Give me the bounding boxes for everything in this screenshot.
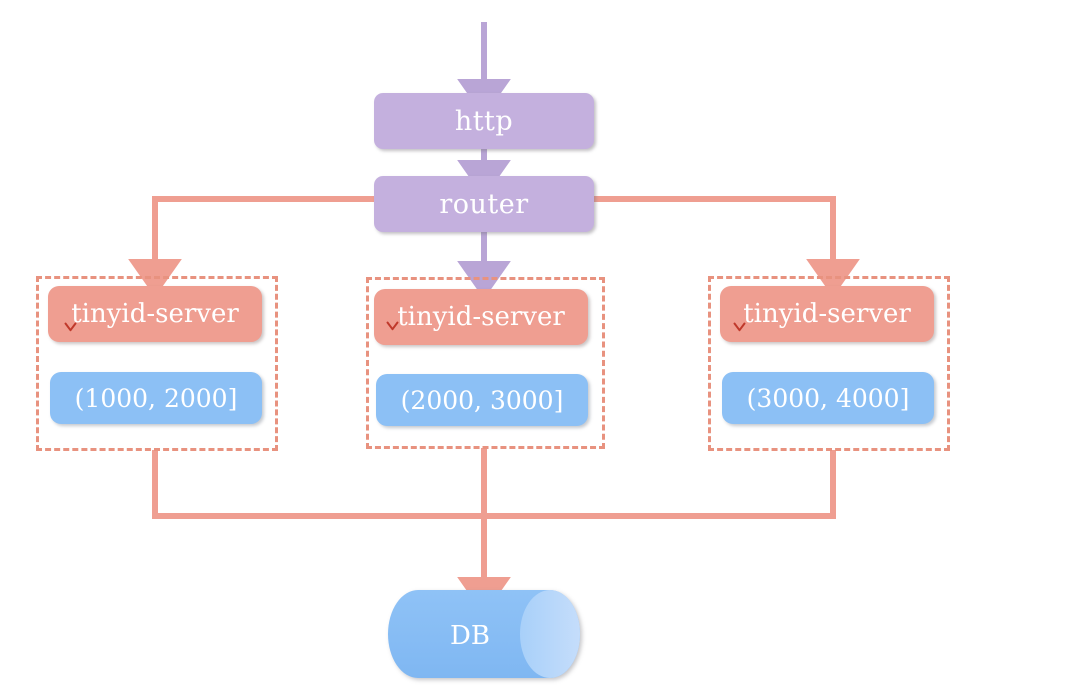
node-segment-middle-label: (2000, 3000] [400,385,564,415]
db-cylinder-shape [388,590,580,678]
connector-left-server-to-db [152,450,484,519]
node-segment-left[interactable]: (1000, 2000] [50,372,262,424]
node-http[interactable]: http [374,93,594,149]
node-segment-left-label: (1000, 2000] [74,383,238,413]
node-tinyid-server-middle-label: tinyid-server [397,302,565,332]
connector-router-to-left-server [128,196,374,298]
node-tinyid-server-left-label: tinyid-server [71,299,239,329]
node-segment-right[interactable]: (3000, 4000] [722,372,934,424]
connector-router-to-right-server [594,196,860,298]
node-tinyid-server-middle[interactable]: tinyid-server [374,289,588,345]
server-group-box-right [708,276,950,451]
node-segment-middle[interactable]: (2000, 3000] [376,374,588,426]
node-http-label: http [454,105,514,137]
node-tinyid-server-right[interactable]: tinyid-server [720,286,934,342]
node-tinyid-server-right-label: tinyid-server [743,299,911,329]
node-db[interactable]: DB [388,590,580,678]
server-group-box-middle [366,277,605,449]
server-group-box-left [36,276,278,451]
node-router-label: router [439,188,529,220]
node-db-label: DB [450,621,490,651]
node-tinyid-server-left[interactable]: tinyid-server [48,286,262,342]
node-segment-right-label: (3000, 4000] [746,383,910,413]
connector-right-server-to-db [484,450,836,519]
node-router[interactable]: router [374,176,594,232]
